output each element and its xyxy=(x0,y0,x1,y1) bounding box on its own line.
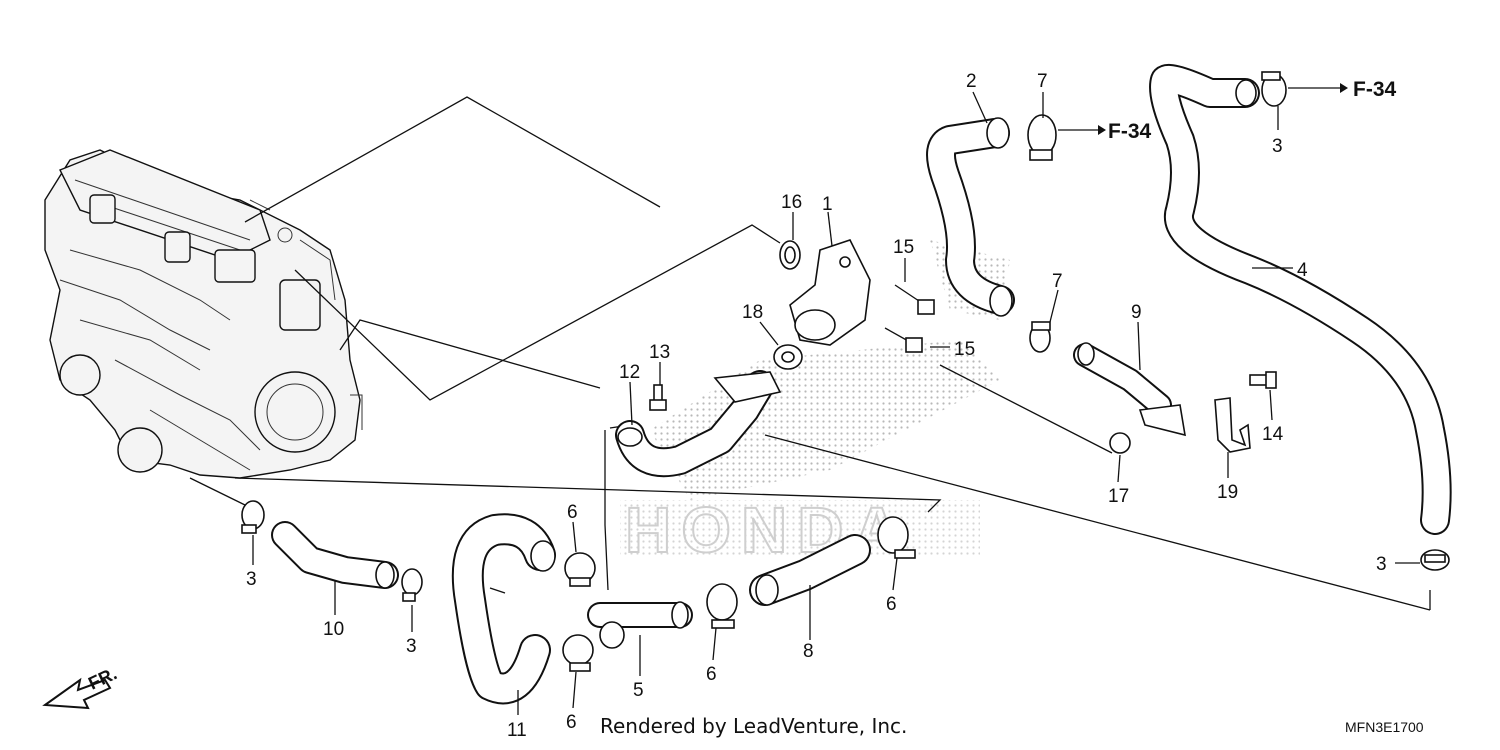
reference-arrows xyxy=(1058,83,1348,135)
callout-14: 14 xyxy=(1262,424,1284,445)
callout-3: 3 xyxy=(1376,554,1387,575)
hose-8 xyxy=(749,534,871,606)
callout-6: 6 xyxy=(566,712,577,733)
callout-2: 2 xyxy=(966,71,977,92)
callout-6: 6 xyxy=(567,502,578,523)
clamps xyxy=(241,71,1450,672)
hose-4 xyxy=(1149,63,1452,535)
engine-assembly xyxy=(44,149,363,479)
callout-4: 4 xyxy=(1297,260,1308,281)
callout-19: 19 xyxy=(1217,482,1238,503)
callout-3: 3 xyxy=(1272,136,1283,157)
reference-label: F-34 xyxy=(1353,78,1397,101)
callout-labels: 1 2 3 3 3 3 4 5 6 6 6 6 7 7 8 9 10 11 12… xyxy=(246,71,1387,741)
callout-3: 3 xyxy=(246,569,257,590)
callout-leaders xyxy=(252,91,1420,715)
hose-2 xyxy=(926,117,1015,317)
callout-17: 17 xyxy=(1108,486,1129,507)
callout-11: 11 xyxy=(507,720,527,741)
callout-3: 3 xyxy=(406,636,417,657)
bolt-15a xyxy=(894,284,935,315)
callout-5: 5 xyxy=(633,680,644,701)
washer-17 xyxy=(1109,432,1131,454)
seal-18-inner xyxy=(781,351,795,363)
credit-text: Rendered by LeadVenture, Inc. xyxy=(600,714,907,738)
callout-7: 7 xyxy=(1052,271,1063,292)
callout-15: 15 xyxy=(893,237,914,258)
callout-8: 8 xyxy=(803,641,814,662)
callout-1: 1 xyxy=(822,194,833,215)
hose-11 xyxy=(451,513,556,705)
o-ring-16-inner xyxy=(784,246,796,264)
diagram-code: MFN3E1700 xyxy=(1345,719,1424,735)
callout-12: 12 xyxy=(619,362,640,383)
reference-label: F-34 xyxy=(1108,120,1152,143)
callout-7: 7 xyxy=(1037,71,1048,92)
callout-18: 18 xyxy=(742,302,763,323)
pipe-12 xyxy=(615,370,782,478)
callout-6: 6 xyxy=(706,664,717,685)
callout-13: 13 xyxy=(649,342,670,363)
callout-16: 16 xyxy=(781,192,802,213)
callout-9: 9 xyxy=(1131,302,1142,323)
callout-6: 6 xyxy=(886,594,897,615)
front-direction-arrow-icon xyxy=(42,677,112,710)
hose-10 xyxy=(271,521,399,589)
bolt-13 xyxy=(649,384,667,411)
bolt-14 xyxy=(1249,371,1277,389)
thermostat-housing-1 xyxy=(789,239,871,346)
callout-10: 10 xyxy=(323,619,344,640)
pipe-9 xyxy=(1073,342,1186,437)
pipe-5 xyxy=(587,601,693,649)
bolt-15b xyxy=(884,327,923,353)
callout-15: 15 xyxy=(954,339,975,360)
bracket-19 xyxy=(1214,397,1251,453)
